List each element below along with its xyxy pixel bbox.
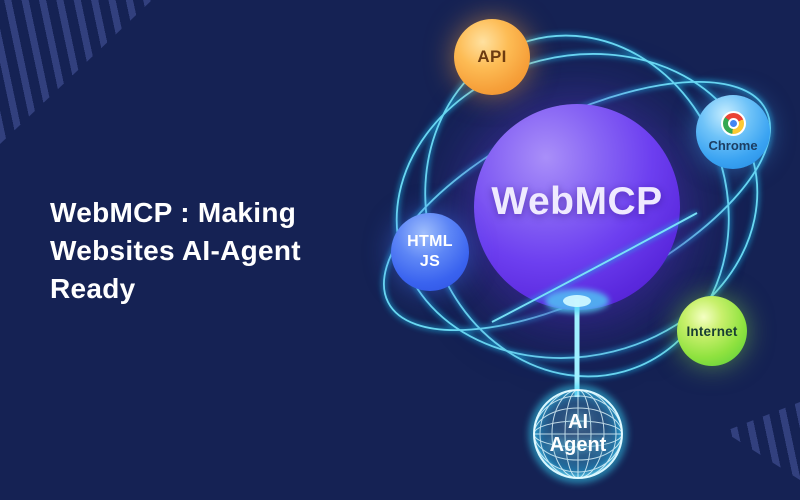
html-js-node: HTML JS — [391, 213, 469, 291]
ai-agent-node: AI Agent — [520, 376, 636, 492]
ai-agent-label-line1: AI — [568, 411, 588, 433]
title-line-3: Ready — [50, 273, 136, 304]
api-node: API — [454, 19, 530, 95]
front-orbit-segment — [491, 212, 698, 323]
title-line-1: WebMCP : Making — [50, 197, 297, 228]
wireframe-globe-icon — [530, 386, 626, 482]
internet-node: Internet — [677, 296, 747, 366]
chrome-node: Chrome — [696, 95, 770, 169]
page-title: WebMCP : Making Websites AI-Agent Ready — [50, 194, 380, 308]
html-js-label-line1: HTML — [407, 233, 453, 250]
chrome-logo-icon — [720, 111, 746, 136]
title-line-2: Websites AI-Agent — [50, 235, 301, 266]
webmcp-sphere-label: WebMCP — [491, 180, 663, 223]
internet-label: Internet — [686, 323, 738, 339]
chrome-label: Chrome — [708, 138, 758, 153]
api-label: API — [477, 47, 507, 66]
ai-agent-label: AI Agent — [520, 376, 636, 492]
ai-agent-label-line2: Agent — [549, 434, 607, 456]
html-js-label-line2: JS — [419, 253, 441, 270]
